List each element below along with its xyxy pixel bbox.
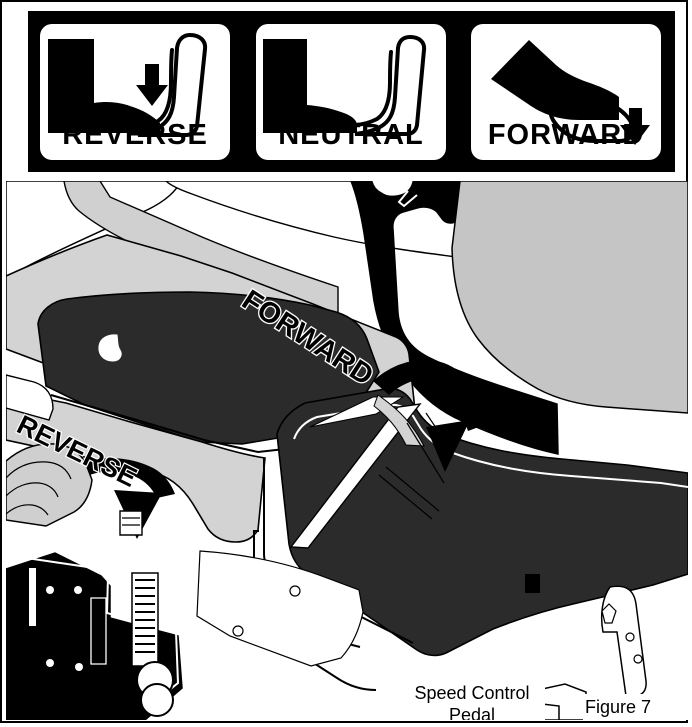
neutral-label: NEUTRAL bbox=[256, 119, 446, 152]
callout-line-2: Pedal bbox=[399, 704, 545, 720]
mower-pedal-drawing: FORWARD REVERSE bbox=[6, 181, 688, 720]
reverse-panel: REVERSE bbox=[40, 24, 230, 160]
forward-panel: FORWARD bbox=[471, 24, 661, 160]
reverse-label: REVERSE bbox=[40, 119, 230, 152]
figure-label: Figure 7 bbox=[583, 694, 679, 720]
neutral-panel: NEUTRAL bbox=[256, 24, 446, 160]
pedal-direction-banner: REVERSE NEUTRAL FORWARD bbox=[28, 11, 675, 172]
forward-label: FORWARD bbox=[471, 119, 661, 152]
speed-control-pedal-callout: Speed Control Pedal bbox=[399, 679, 545, 720]
callout-line-1: Speed Control bbox=[399, 682, 545, 704]
pedal-illustration: FORWARD REVERSE Speed Control Pedal bbox=[6, 181, 688, 720]
